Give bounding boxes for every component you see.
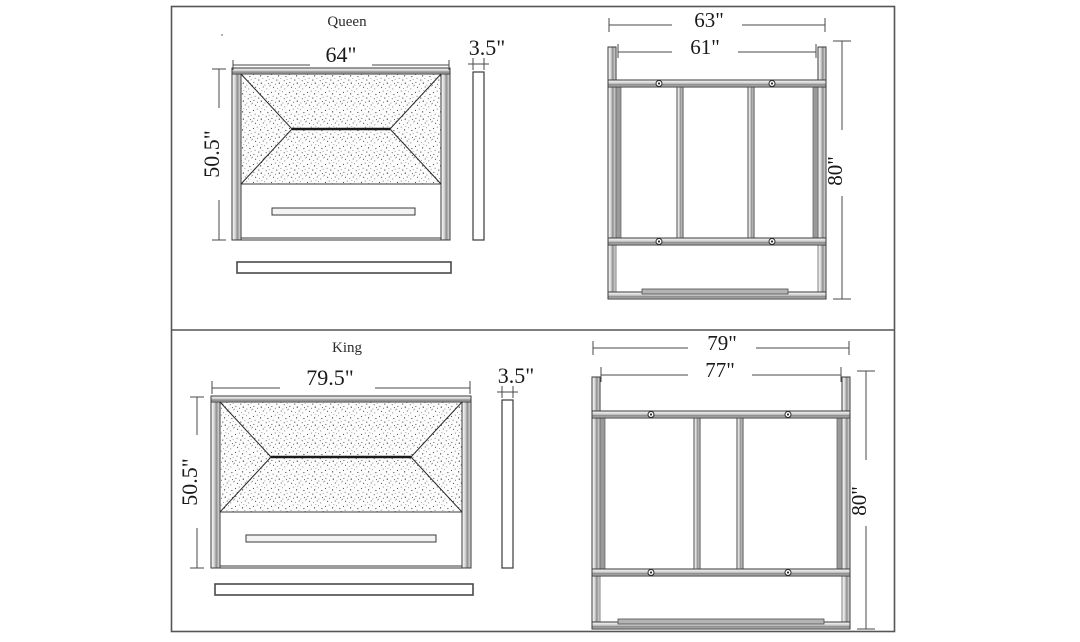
frame-inner-outline: [615, 79, 819, 295]
queen-section-title: Queen: [327, 14, 367, 30]
king-frame-inner-width-label: 77": [705, 358, 735, 382]
queen-headboard-height-label: 50.5": [199, 130, 224, 177]
frame-left-inner-support: [599, 412, 606, 577]
headboard-accent-bar: [245, 534, 437, 543]
frame-right-inner-support: [836, 412, 843, 577]
king-frame-outer-width-dimension: [592, 341, 850, 355]
section-king: King 79.5": [177, 331, 875, 630]
king-section-title: King: [332, 340, 363, 356]
king-headboard-height-label: 50.5": [177, 458, 202, 505]
queen-frame-inner-width-dimension: [617, 44, 817, 58]
king-headboard-front-view: 79.5" 50.5": [177, 365, 472, 569]
king-width-dimension: [211, 381, 471, 394]
frame-footboard-slat: [617, 618, 825, 625]
headboard-fold-lines: [219, 401, 463, 513]
queen-frame-inner-width-label: 61": [690, 35, 720, 59]
frame-connector-bolts: [647, 411, 792, 576]
king-headboard-side-view: 3.5": [497, 363, 534, 569]
king-headboard-depth-label: 3.5": [498, 363, 534, 388]
headboard-left-post: [231, 67, 242, 241]
frame-center-slat-left: [693, 417, 701, 570]
frame-center-slat-left: [676, 86, 684, 239]
frame-center-slat-right: [736, 417, 744, 570]
headboard-side-profile: [501, 399, 514, 569]
headboard-left-post: [210, 395, 221, 569]
king-depth-dimension: [497, 386, 518, 398]
headboard-top-rail: [231, 67, 451, 75]
queen-height-dimension: [212, 68, 226, 241]
frame-bottom-cross-rail: [591, 568, 851, 577]
frame-connector-bolts: [655, 80, 776, 245]
frame-top-cross-rail: [591, 410, 851, 419]
headboard-fold-lines: [240, 73, 442, 185]
king-frame-length-label: 80": [847, 486, 871, 516]
headboard-right-post: [461, 395, 472, 569]
frame-footboard-slat: [641, 288, 789, 295]
headboard-accent-bar: [271, 207, 416, 216]
sheet-border: [170, 5, 896, 633]
king-frame-outer-width-label: 79": [707, 331, 737, 355]
headboard-right-post: [440, 67, 451, 241]
frame-top-cross-rail: [607, 79, 827, 88]
queen-base-rail: [236, 261, 452, 274]
frame-inner-outline: [599, 410, 843, 626]
frame-bottom-cross-rail: [607, 237, 827, 246]
queen-frame-length-label: 80": [823, 156, 847, 186]
queen-frame-plan-view: 63" 61" 80": [607, 8, 851, 300]
frame-center-slat-right: [747, 86, 755, 239]
headboard-top-rail: [210, 395, 472, 403]
queen-headboard-front-view: 64" 50.5": [199, 42, 451, 241]
king-headboard-width-label: 79.5": [306, 365, 353, 390]
queen-headboard-width-label: 64": [326, 42, 357, 67]
king-base-rail: [214, 583, 474, 596]
registration-dot: [221, 34, 223, 36]
king-height-dimension: [190, 396, 204, 569]
king-frame-inner-width-dimension: [600, 367, 842, 382]
frame-right-inner-support: [812, 81, 819, 246]
king-frame-plan-view: 79" 77" 80": [591, 331, 875, 630]
king-frame-length-dimension: [857, 370, 875, 630]
queen-headboard-depth-label: 3.5": [469, 35, 505, 60]
queen-frame-outer-width-label: 63": [694, 8, 724, 32]
frame-left-inner-support: [615, 81, 622, 246]
queen-headboard-side-view: 3.5": [468, 35, 505, 241]
headboard-side-profile: [472, 71, 485, 241]
queen-frame-length-dimension: [833, 40, 851, 300]
queen-depth-dimension: [468, 58, 489, 70]
queen-frame-outer-width-dimension: [608, 18, 826, 32]
queen-width-dimension: [232, 60, 450, 70]
section-queen: Queen: [199, 8, 851, 300]
